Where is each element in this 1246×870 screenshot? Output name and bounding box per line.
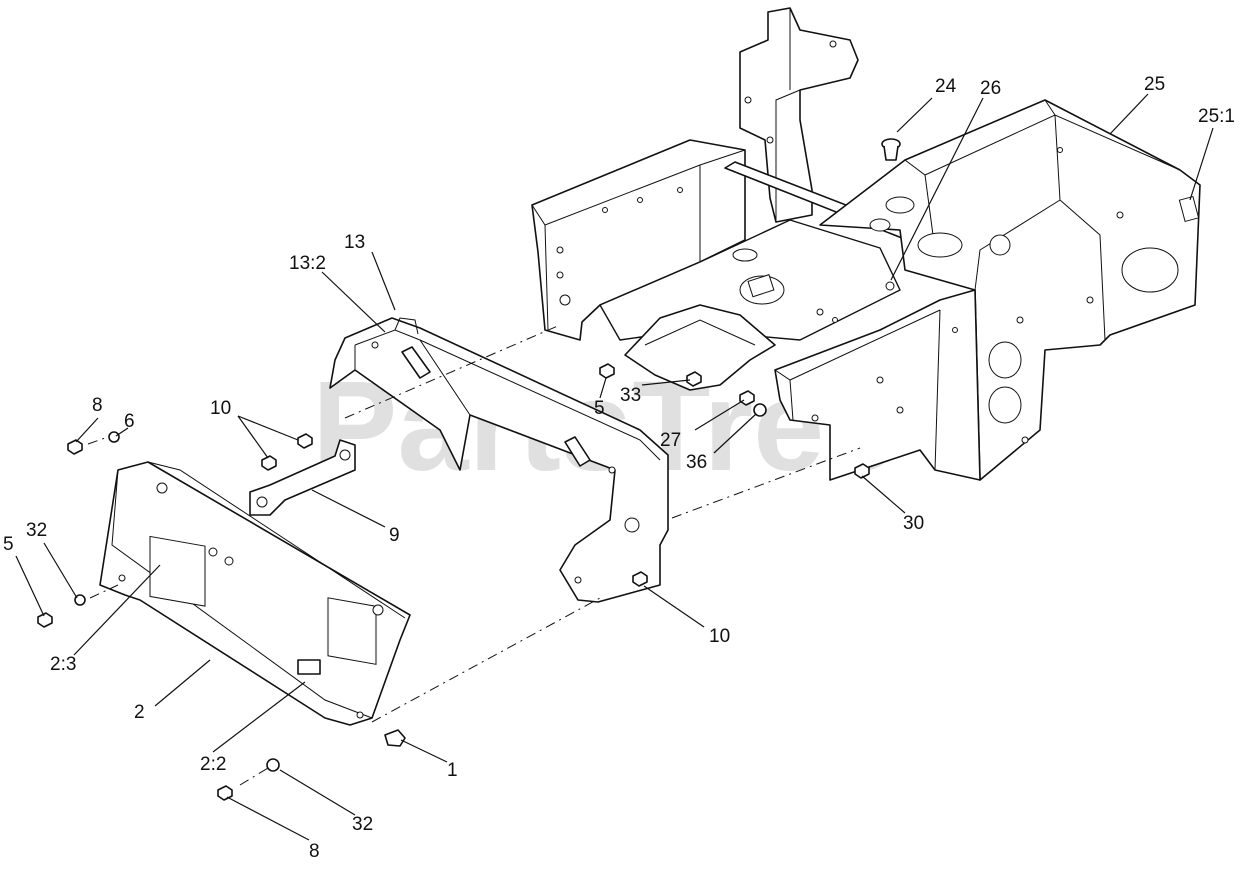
part-32-washer-left — [74, 594, 86, 606]
part-9-bracket — [249, 439, 356, 516]
callout-30: 30 — [903, 513, 924, 534]
callout-32-left: 32 — [26, 520, 47, 541]
callout-36: 36 — [686, 452, 707, 473]
callout-10-front: 10 — [709, 626, 730, 647]
part-6-washer — [108, 431, 120, 443]
part-1-cap — [384, 729, 406, 747]
part-5-bolt-upper — [599, 363, 615, 379]
callout-labels: 24 26 25 25:1 13 13:2 10 8 6 5 33 27 36 … — [3, 74, 1235, 862]
part-36-plug — [753, 403, 767, 417]
callout-32-bottom: 32 — [352, 814, 373, 835]
callout-2-2: 2:2 — [200, 754, 226, 775]
callout-8-bottom: 8 — [309, 841, 320, 862]
assembly-center-lines — [87, 324, 861, 786]
callout-5-left: 5 — [3, 534, 14, 555]
part-8-bolt-bottom — [217, 785, 233, 801]
part-24-knob — [881, 138, 901, 161]
callout-27: 27 — [660, 430, 681, 451]
callout-26: 26 — [980, 78, 1001, 99]
callout-9: 9 — [389, 525, 400, 546]
part-10-nut-lower — [261, 455, 277, 471]
part-8-bolt-upper — [67, 439, 83, 455]
callout-25: 25 — [1144, 74, 1165, 95]
callout-8-upper: 8 — [92, 395, 103, 416]
callout-2-3: 2:3 — [50, 654, 76, 675]
callout-6: 6 — [124, 411, 135, 432]
callout-5-upper: 5 — [594, 398, 605, 419]
callout-25-1: 25:1 — [1198, 106, 1235, 127]
part-30-bolt — [854, 463, 870, 479]
part-32-washer-bottom — [266, 758, 280, 772]
callout-33: 33 — [620, 385, 641, 406]
part-5-bolt-left — [37, 612, 53, 628]
callout-2: 2 — [134, 702, 145, 723]
leader-lines — [15, 93, 1214, 841]
callout-13-2: 13:2 — [289, 253, 326, 274]
callout-10-upper: 10 — [210, 398, 231, 419]
part-10-nut-front — [632, 571, 648, 587]
callout-1: 1 — [447, 760, 458, 781]
part-27-clip — [739, 390, 755, 406]
part-26-nut — [885, 281, 895, 291]
part-33-nut — [686, 371, 702, 387]
part-10-nut-upper — [297, 433, 313, 449]
part-2-front-panel — [99, 461, 411, 726]
callout-24: 24 — [935, 76, 957, 97]
part-13-cross-member — [329, 317, 669, 603]
callout-13: 13 — [344, 232, 365, 253]
